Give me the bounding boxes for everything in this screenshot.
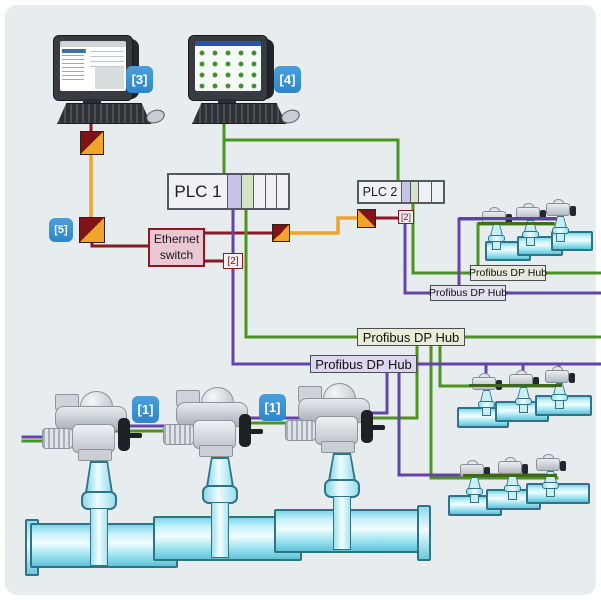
media-converter-a (80, 131, 104, 155)
valve3-cone (328, 453, 356, 481)
plc1-label: PLC 1 (169, 175, 227, 208)
workstation3-stand (83, 99, 101, 105)
profibus-hub-purple-main: Profibus DP Hub (310, 355, 417, 373)
plc2-module (431, 182, 443, 202)
ref-box-2-plc2: [2] (398, 210, 414, 224)
ref-badge-1b-label: [1] (264, 400, 281, 415)
actuator-crank (125, 433, 142, 438)
ref-badge-1b: [1] (259, 394, 286, 421)
profibus-hub-green-right-label: Profibus DP Hub (469, 267, 548, 279)
actuator-gearbox (193, 420, 236, 449)
actuator-flange (78, 449, 112, 461)
workstation4-keyboard (192, 103, 286, 124)
profibus-hub-purple-right: Profibus DP Hub (429, 285, 508, 301)
actuator-crank (246, 429, 263, 434)
workstation3-screen (60, 41, 126, 91)
plc2-purple-module (401, 182, 410, 202)
plc2-green-module (410, 182, 418, 202)
ref-box-2-plc1-label: [2] (227, 255, 239, 267)
ref-badge-5-label: [5] (54, 224, 68, 236)
media-converter-d (357, 209, 376, 228)
workstation4-stand (218, 99, 236, 105)
profibus-hub-green-main-label: Profibus DP Hub (362, 329, 460, 345)
valve2-stem (211, 502, 229, 558)
plc1: PLC 1 (167, 173, 290, 210)
valve1-stem (90, 508, 108, 566)
media-converter-c (272, 224, 290, 242)
actuator-1 (42, 391, 143, 463)
topright-group-purple-wire (459, 217, 557, 220)
small-valve (482, 207, 512, 250)
actuator-motor (42, 428, 73, 449)
diagram-canvas: [3] [4] [5] PLC 1 PLC 2 Ethernet switch (5, 5, 601, 595)
ref-box-2-plc2-label: [2] (400, 212, 411, 222)
small-valve-stem (492, 241, 501, 250)
workstation4-monitor (188, 35, 268, 101)
plc2-module (418, 182, 431, 202)
actuator-flange (321, 441, 355, 453)
pipe-end-cap-right (417, 505, 431, 561)
ref-box-2-plc1: [2] (223, 253, 243, 269)
workstation4-screen (195, 41, 261, 91)
media-converter-b (79, 217, 105, 243)
small-valve (472, 373, 502, 416)
small-valve (545, 366, 575, 409)
valve2-cone (206, 457, 234, 487)
ref-badge-1a-label: [1] (137, 402, 154, 417)
midright-group-wire (469, 384, 562, 387)
workstation3-monitor (53, 35, 133, 101)
small-valve (460, 460, 490, 503)
ethernet-switch-label-1: Ethernet (153, 231, 200, 246)
actuator-3 (285, 383, 386, 455)
topright-group-green-wire (478, 222, 554, 225)
ref-badge-4: [4] (274, 66, 301, 93)
ethernet-switch: Ethernet switch (148, 228, 205, 267)
ref-badge-5: [5] (49, 218, 73, 242)
ref-badge-3-label: [3] (131, 72, 148, 87)
plc1-purple-module (227, 175, 241, 208)
valve3-stem (333, 496, 351, 550)
small-valve (536, 454, 566, 497)
workstation3-keyboard (57, 103, 151, 124)
plc2: PLC 2 (357, 180, 445, 204)
ref-badge-1a: [1] (132, 396, 159, 423)
botright-group-wire (463, 474, 557, 477)
actuator-flange (199, 445, 233, 457)
small-valve (516, 203, 546, 246)
plc1-module (265, 175, 276, 208)
plc1-green-module (241, 175, 253, 208)
small-valve (509, 370, 539, 413)
profibus-hub-purple-main-label: Profibus DP Hub (315, 356, 412, 372)
small-valve (498, 457, 528, 500)
ref-badge-4-label: [4] (279, 72, 296, 87)
valve1-cone (85, 461, 113, 493)
orange-lines (89, 153, 359, 235)
actuator-handwheel (361, 410, 373, 443)
actuator-crank (368, 425, 385, 430)
plc1-module (276, 175, 288, 208)
actuator-gearbox (315, 416, 358, 445)
actuator-handwheel (239, 414, 251, 447)
profibus-hub-green-main: Profibus DP Hub (357, 328, 465, 346)
actuator-motor (285, 420, 316, 441)
actuator-2 (163, 387, 264, 459)
ref-badge-3: [3] (126, 66, 153, 93)
ethernet-switch-label-2: switch (159, 247, 194, 262)
plc2-label: PLC 2 (359, 182, 401, 202)
profibus-hub-purple-right-label: Profibus DP Hub (429, 287, 508, 299)
actuator-handwheel (118, 418, 130, 451)
actuator-motor (163, 424, 194, 445)
plc1-module (253, 175, 265, 208)
profibus-hub-green-right: Profibus DP Hub (469, 265, 548, 281)
small-valve (546, 199, 576, 242)
